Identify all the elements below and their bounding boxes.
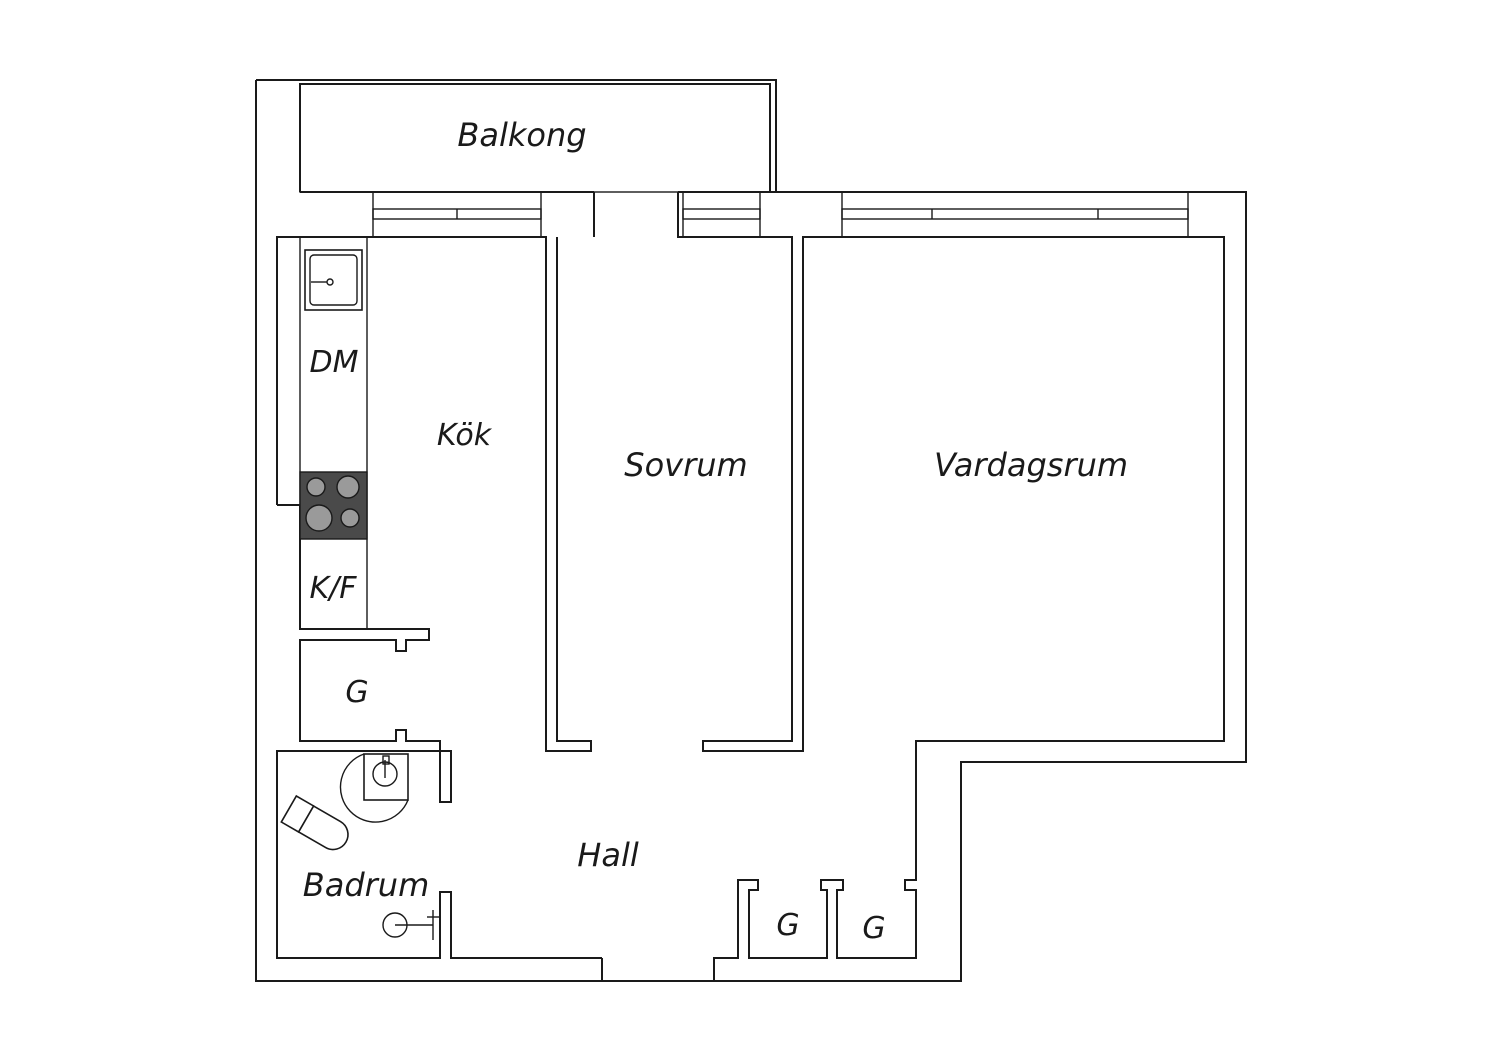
balkong-label: Balkong	[457, 116, 586, 154]
closet-hall-2-label: G	[862, 911, 885, 946]
toilet-icon	[280, 794, 349, 851]
fridge-freezer-label: K/F	[309, 571, 357, 606]
vardagsrum-label: Vardagsrum	[934, 446, 1128, 484]
shower-icon	[382, 910, 440, 940]
washbasin-icon	[339, 753, 409, 823]
dishwasher-label: DM	[310, 345, 359, 380]
kitchen-counter	[299, 236, 368, 630]
fixture-labels: DM K/F G G G	[309, 345, 885, 946]
sovrum-label: Sovrum	[624, 446, 747, 484]
interior-walls	[276, 192, 1225, 981]
closet-hall-1-label: G	[776, 908, 799, 943]
kok-label: Kök	[437, 418, 493, 453]
closet-kitchen-label: G	[345, 675, 368, 710]
stove-icon	[299, 471, 368, 540]
windows	[372, 192, 1189, 237]
kitchen-sink-icon	[304, 249, 363, 311]
badrum-label: Badrum	[303, 866, 429, 904]
hall-label: Hall	[577, 836, 639, 874]
balcony	[299, 83, 771, 193]
room-labels: Balkong Kök Sovrum Vardagsrum Hall Badru…	[303, 116, 1128, 904]
